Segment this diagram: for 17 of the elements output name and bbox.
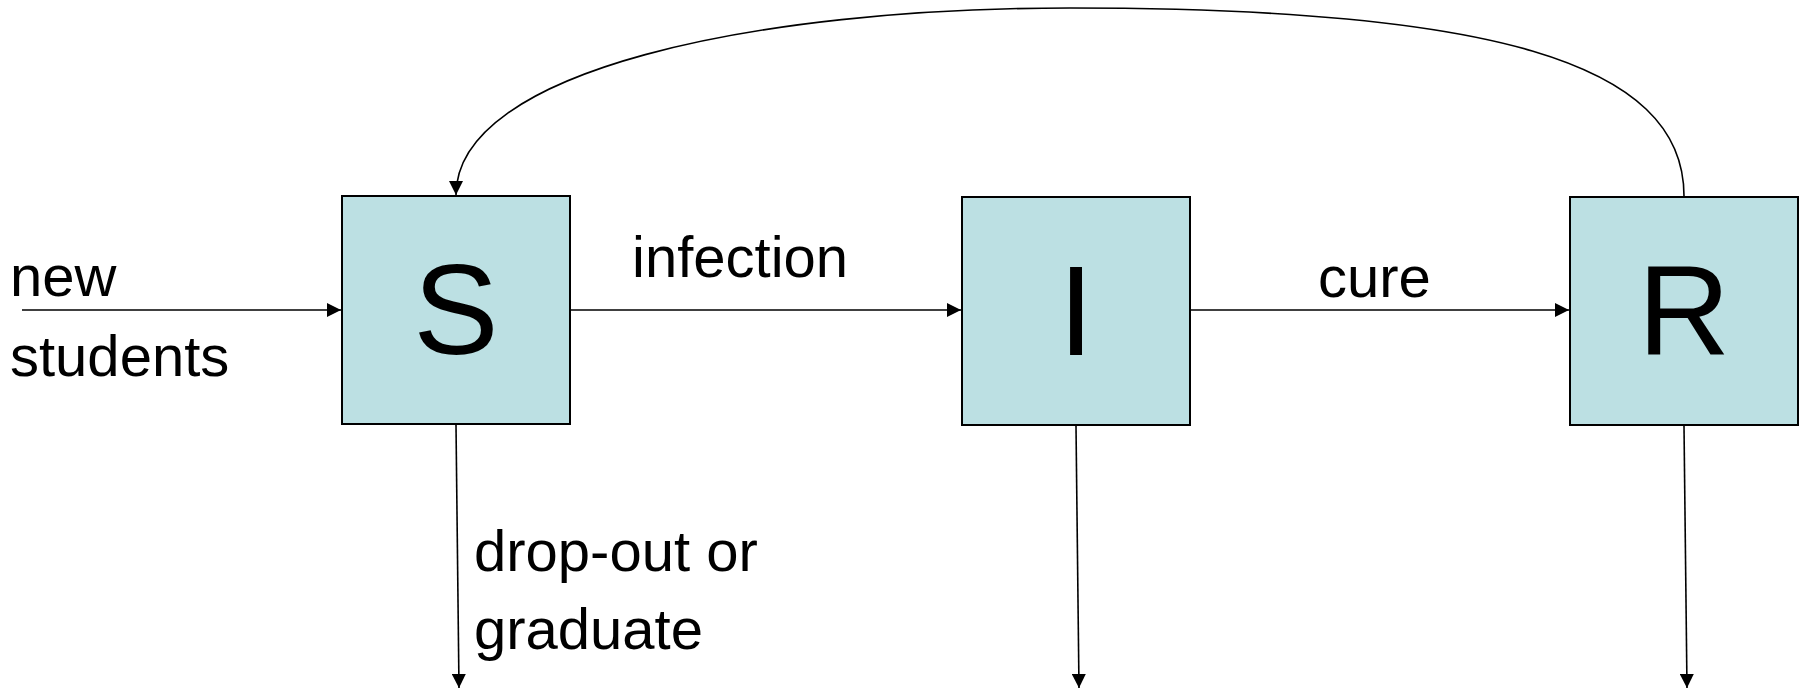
edge-label: drop-out or graduate	[474, 517, 759, 663]
compartment-box	[1569, 196, 1799, 426]
arrow	[21, 303, 342, 317]
edge-label: new students	[10, 242, 231, 390]
arrow	[451, 7, 1685, 197]
compartment-box	[961, 196, 1191, 426]
arrow	[1071, 425, 1086, 689]
arrow	[570, 303, 962, 317]
edge-label: infection	[632, 224, 850, 290]
compartment-box	[341, 195, 571, 425]
compartment-letter: S	[413, 246, 499, 374]
compartment-letter: R	[1637, 247, 1731, 375]
arrow	[451, 424, 466, 689]
arrow	[1190, 303, 1570, 317]
arrow	[1679, 425, 1694, 689]
compartment-letter: I	[1058, 247, 1094, 375]
edge-label: cure	[1318, 244, 1432, 310]
